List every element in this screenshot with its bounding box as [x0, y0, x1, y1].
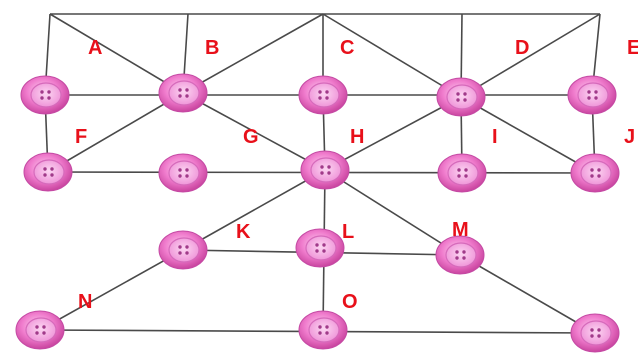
- label-g: G: [243, 126, 259, 148]
- label-a: A: [88, 37, 103, 59]
- pink-button-icon: [435, 235, 485, 275]
- label-b: B: [205, 37, 220, 59]
- edge-h-to-m: [324, 169, 461, 256]
- edge-k-to-n: [39, 249, 184, 331]
- pink-button-icon: [570, 153, 620, 193]
- label-i: I: [492, 126, 498, 148]
- label-k: K: [236, 221, 251, 243]
- pink-button-icon: [298, 310, 348, 350]
- pink-button-icon: [436, 77, 486, 117]
- label-n: N: [78, 291, 93, 313]
- label-h: H: [350, 126, 365, 148]
- edge-m1: [47, 92, 184, 173]
- pink-button-icon: [437, 153, 487, 193]
- pink-button-icon: [158, 73, 208, 113]
- pink-button-icon: [23, 152, 73, 192]
- label-d: D: [515, 37, 530, 59]
- pink-button-icon: [158, 153, 208, 193]
- pink-button-icon: [567, 75, 617, 115]
- pink-button-icon: [20, 75, 70, 115]
- edge-d3: [322, 13, 462, 98]
- pink-button-icon: [298, 75, 348, 115]
- pink-button-icon: [295, 228, 345, 268]
- pink-button-icon: [15, 310, 65, 350]
- label-l: L: [342, 221, 355, 243]
- pink-button-icon: [158, 230, 208, 270]
- edge-d1: [49, 13, 184, 94]
- pink-button-icon: [300, 150, 350, 190]
- label-j: J: [624, 126, 636, 148]
- label-c: C: [340, 37, 355, 59]
- edge-d4: [460, 13, 601, 98]
- edge-m2: [182, 92, 326, 171]
- nodes: [15, 73, 620, 353]
- label-f: F: [75, 126, 88, 148]
- edge-d2: [182, 13, 324, 94]
- pink-button-icon: [570, 313, 620, 353]
- edge-m3: [324, 96, 462, 171]
- label-o: O: [342, 291, 358, 313]
- label-m: M: [452, 219, 469, 241]
- edge-m4: [460, 96, 596, 174]
- edge-m-to-br: [459, 254, 596, 334]
- label-e: E: [627, 37, 638, 59]
- edge-h-to-k: [182, 169, 326, 251]
